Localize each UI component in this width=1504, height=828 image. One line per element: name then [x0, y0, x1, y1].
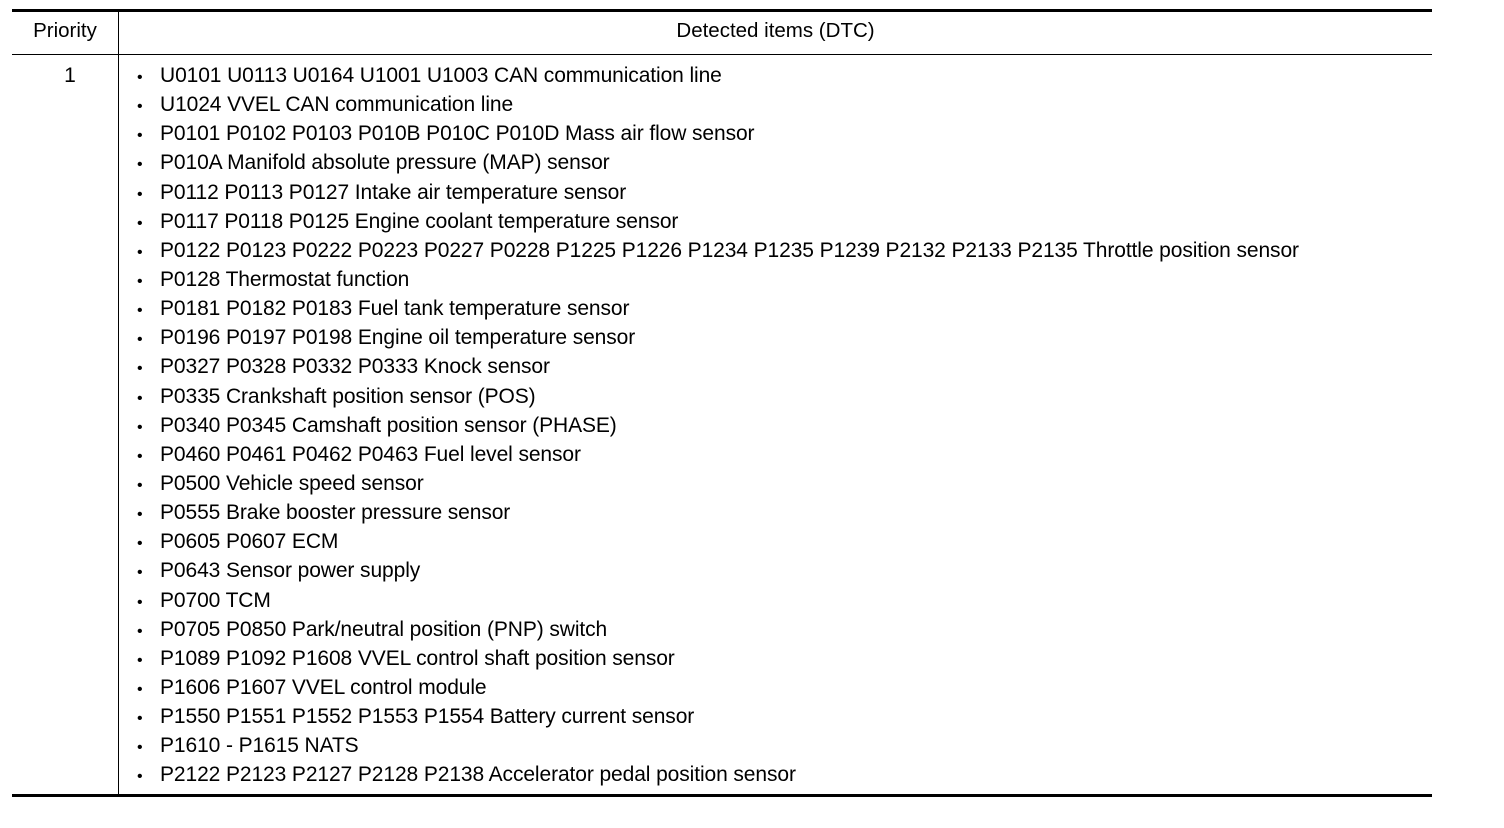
dtc-priority-table: Priority Detected items (DTC) 1 • U0101 U…: [12, 9, 1432, 797]
list-item: • P1606 P1607 VVEL control module: [131, 673, 1299, 702]
list-item: • P0500 Vehicle speed sensor: [131, 469, 1299, 498]
dtc-item-text: P0122 P0123 P0222 P0223 P0227 P0228 P122…: [160, 238, 1299, 262]
bullet-icon: •: [137, 243, 143, 261]
bullet-icon: •: [137, 389, 143, 407]
list-item: • P0555 Brake booster pressure sensor: [131, 498, 1299, 527]
bullet-icon: •: [137, 185, 143, 203]
bullet-icon: •: [137, 622, 143, 640]
priority-column-header: Priority: [33, 19, 97, 42]
dtc-item-text: P0643 Sensor power supply: [160, 559, 421, 583]
dtc-item-text: P0181 P0182 P0183 Fuel tank temperature …: [160, 297, 630, 321]
bullet-icon: •: [137, 506, 143, 524]
bullet-icon: •: [137, 447, 143, 465]
bullet-icon: •: [137, 739, 143, 757]
bullet-icon: •: [137, 476, 143, 494]
list-item: • P0605 P0607 ECM: [131, 527, 1299, 556]
list-item: • U0101 U0113 U0164 U1001 U1003 CAN commu…: [131, 61, 1299, 90]
bullet-icon: •: [137, 418, 143, 436]
bullet-icon: •: [137, 302, 143, 320]
dtc-item-text: P1089 P1092 P1608 VVEL control shaft pos…: [160, 646, 675, 670]
column-divider: [118, 12, 119, 794]
dtc-item-text: P0700 TCM: [160, 588, 271, 612]
list-item: • P0327 P0328 P0332 P0333 Knock sensor: [131, 352, 1299, 381]
list-item: • P0128 Thermostat function: [131, 265, 1299, 294]
bullet-icon: •: [137, 156, 143, 174]
dtc-item-text: P0327 P0328 P0332 P0333 Knock sensor: [160, 355, 550, 379]
bullet-icon: •: [137, 651, 143, 669]
dtc-item-text: P0340 P0345 Camshaft position sensor (PH…: [160, 413, 617, 437]
bullet-icon: •: [137, 127, 143, 145]
bullet-icon: •: [137, 680, 143, 698]
dtc-item-text: P2122 P2123 P2127 P2128 P2138 Accelerato…: [160, 763, 796, 787]
bullet-icon: •: [137, 360, 143, 378]
list-item: • P0181 P0182 P0183 Fuel tank temperature…: [131, 294, 1299, 323]
dtc-item-text: P0112 P0113 P0127 Intake air temperature…: [160, 180, 627, 204]
dtc-item-text: P0500 Vehicle speed sensor: [160, 471, 424, 495]
list-item: • P0101 P0102 P0103 P010B P010C P010D Mas…: [131, 119, 1299, 148]
bullet-icon: •: [137, 69, 143, 86]
list-item: • P010A Manifold absolute pressure (MAP) …: [131, 148, 1299, 177]
list-item: • P1610 - P1615 NATS: [131, 731, 1299, 760]
dtc-item-text: P0335 Crankshaft position sensor (POS): [160, 384, 536, 408]
detected-items-column-header: Detected items (DTC): [676, 19, 875, 42]
list-item: • P1089 P1092 P1608 VVEL control shaft po…: [131, 644, 1299, 673]
header-rule: [12, 54, 1432, 55]
dtc-item-text: P1610 - P1615 NATS: [160, 734, 359, 758]
list-item: • P0705 P0850 Park/neutral position (PNP)…: [131, 615, 1299, 644]
list-item: • P0460 P0461 P0462 P0463 Fuel level sens…: [131, 440, 1299, 469]
dtc-item-text: U0101 U0113 U0164 U1001 U1003 CAN commun…: [160, 64, 722, 87]
list-item: • P0122 P0123 P0222 P0223 P0227 P0228 P12…: [131, 236, 1299, 265]
dtc-item-text: P1606 P1607 VVEL control module: [160, 675, 487, 699]
list-item: • P0335 Crankshaft position sensor (POS): [131, 382, 1299, 411]
dtc-item-text: P1550 P1551 P1552 P1553 P1554 Battery cu…: [160, 705, 695, 729]
dtc-item-text: P010A Manifold absolute pressure (MAP) s…: [160, 151, 610, 175]
dtc-item-text: P0117 P0118 P0125 Engine coolant tempera…: [160, 209, 679, 233]
priority-value: 1: [64, 64, 76, 87]
dtc-item-text: P0101 P0102 P0103 P010B P010C P010D Mass…: [160, 122, 755, 146]
bullet-icon: •: [137, 272, 143, 290]
bullet-icon: •: [137, 564, 143, 582]
list-item: • P0700 TCM: [131, 586, 1299, 615]
dtc-item-text: P0555 Brake booster pressure sensor: [160, 501, 511, 525]
dtc-item-text: P0128 Thermostat function: [160, 267, 410, 291]
list-item: • P1550 P1551 P1552 P1553 P1554 Battery c…: [131, 702, 1299, 731]
dtc-item-text: P0705 P0850 Park/neutral position (PNP) …: [160, 617, 608, 641]
list-item: • P2122 P2123 P2127 P2128 P2138 Accelerat…: [131, 760, 1299, 789]
list-item: • P0340 P0345 Camshaft position sensor (P…: [131, 411, 1299, 440]
bullet-icon: •: [137, 214, 143, 232]
list-item: • P0117 P0118 P0125 Engine coolant temper…: [131, 207, 1299, 236]
bullet-icon: •: [137, 593, 143, 611]
bullet-icon: •: [137, 710, 143, 728]
list-item: • P0112 P0113 P0127 Intake air temperatur…: [131, 178, 1299, 207]
bullet-icon: •: [137, 768, 143, 786]
bullet-icon: •: [137, 331, 143, 349]
dtc-item-text: U1024 VVEL CAN communication line: [160, 93, 514, 117]
dtc-item-text: P0605 P0607 ECM: [160, 530, 339, 554]
bullet-icon: •: [137, 98, 143, 116]
list-item: • P0196 P0197 P0198 Engine oil temperatur…: [131, 323, 1299, 352]
dtc-item-text: P0196 P0197 P0198 Engine oil temperature…: [160, 326, 636, 350]
dtc-item-text: P0460 P0461 P0462 P0463 Fuel level senso…: [160, 442, 581, 466]
detected-items-list: • U0101 U0113 U0164 U1001 U1003 CAN commu…: [131, 61, 1299, 790]
bullet-icon: •: [137, 535, 143, 553]
list-item: • P0643 Sensor power supply: [131, 556, 1299, 585]
list-item: • U1024 VVEL CAN communication line: [131, 90, 1299, 119]
